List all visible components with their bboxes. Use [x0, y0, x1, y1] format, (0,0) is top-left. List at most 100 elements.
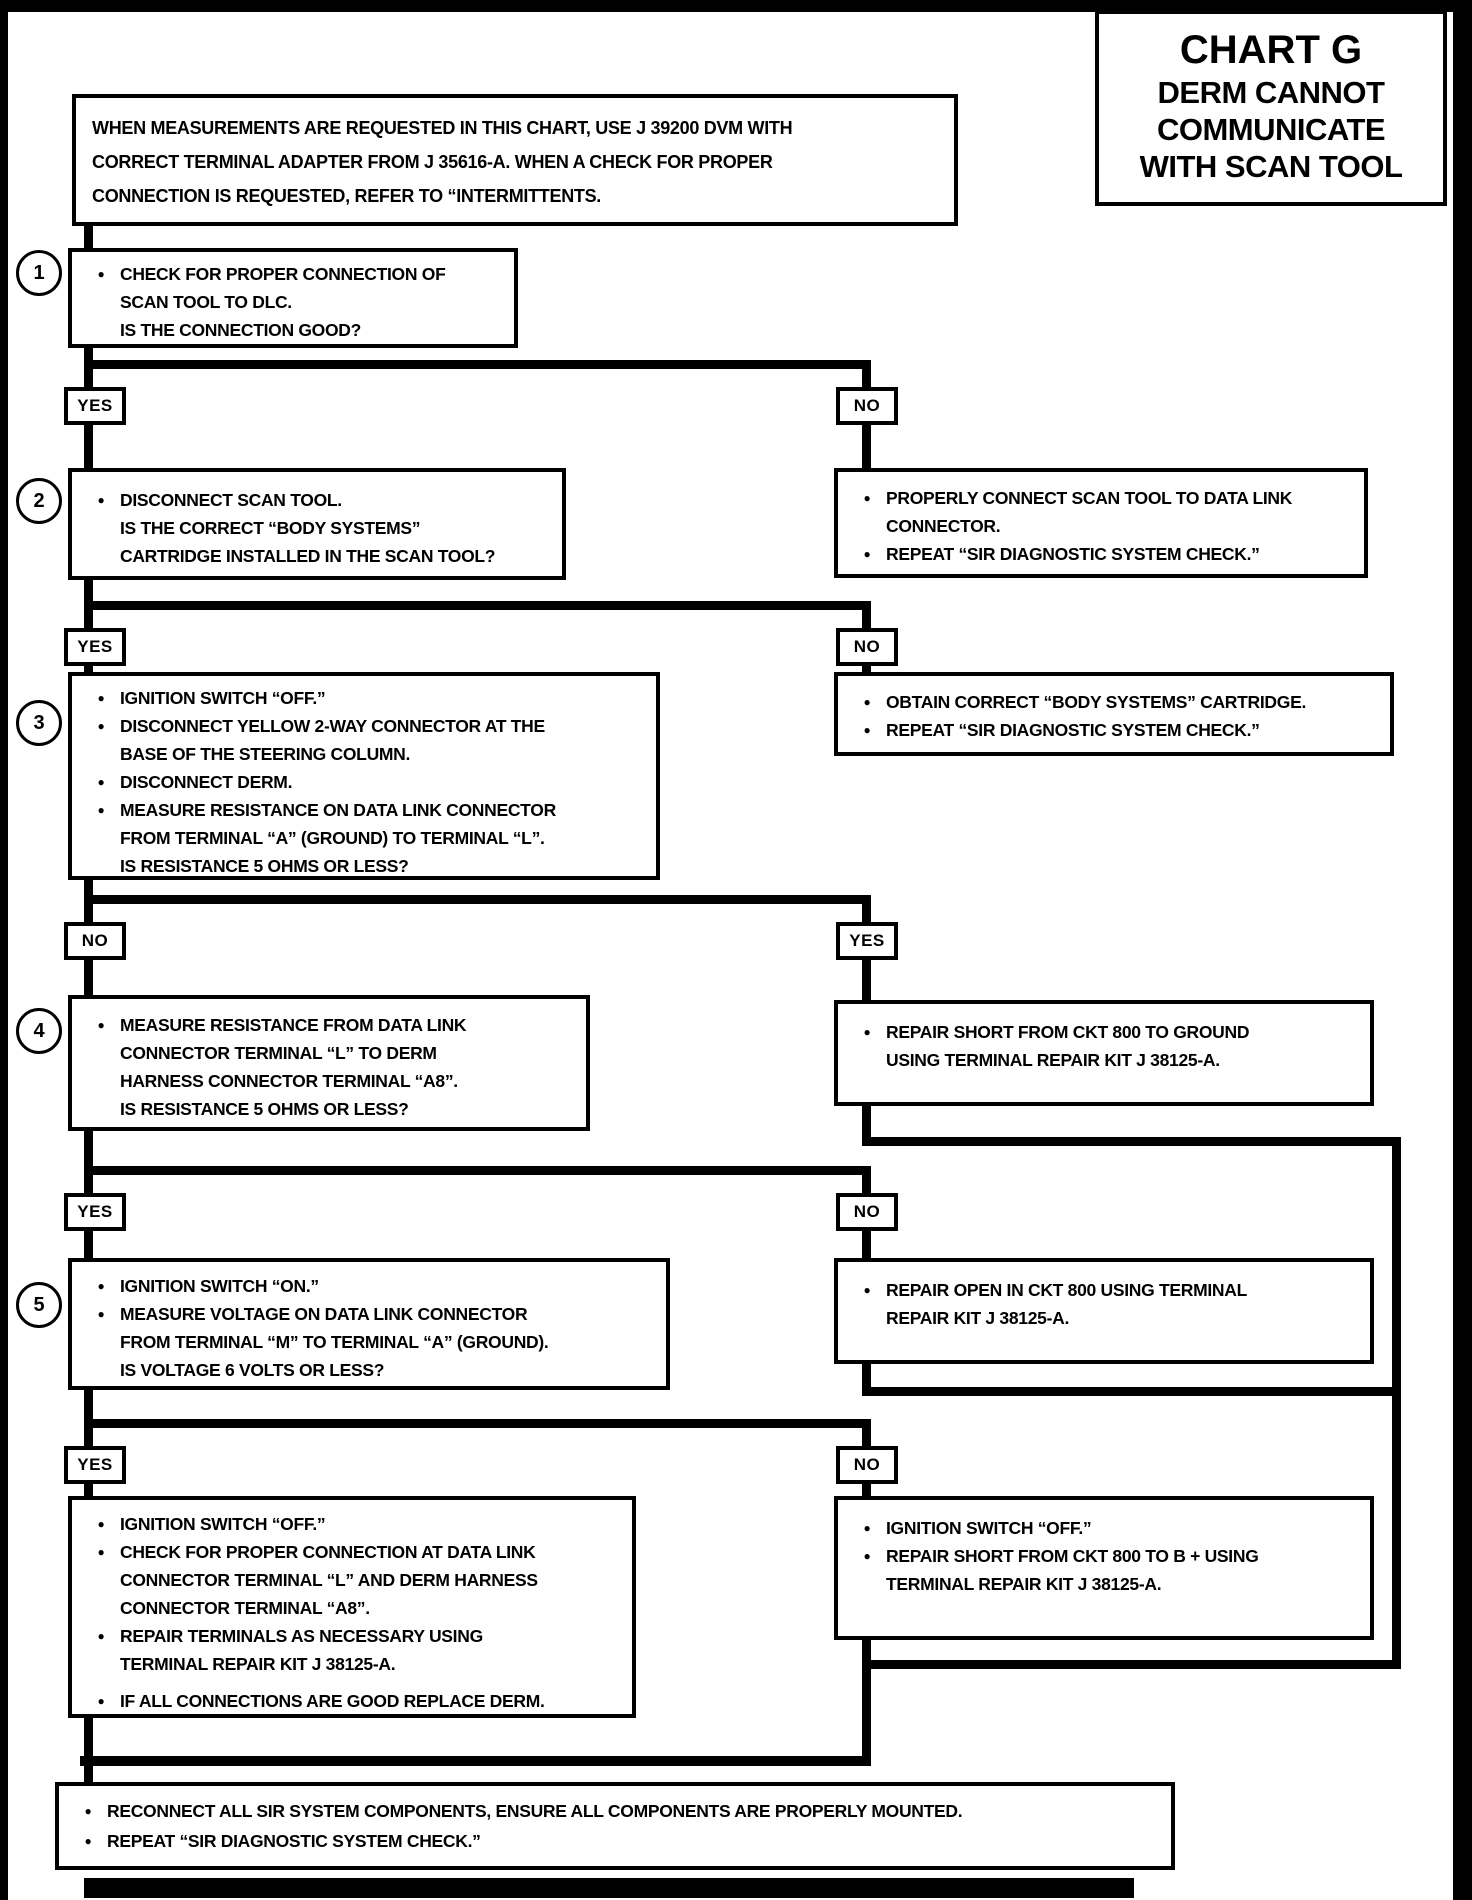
text-line: DISCONNECT YELLOW 2-WAY CONNECTOR AT THE — [120, 716, 545, 736]
text-line: CONNECTOR. — [886, 516, 1001, 536]
connector-line — [84, 960, 93, 995]
step-number-2: 2 — [16, 478, 62, 524]
no-label-row4: NO — [836, 1193, 898, 1231]
bullet-icon: ● — [97, 1279, 105, 1293]
yes-label-row1: YES — [64, 387, 126, 425]
bullet-icon: ● — [97, 775, 105, 789]
text-line: CONNECTOR TERMINAL “L” AND DERM HARNESS — [120, 1570, 538, 1590]
text-line: MEASURE RESISTANCE FROM DATA LINK — [120, 1015, 467, 1035]
text-line: TERMINAL REPAIR KIT J 38125-A. — [120, 1654, 396, 1674]
connector-line — [84, 1175, 93, 1193]
step-3-box: ● IGNITION SWITCH “OFF.” ● DISCONNECT YELL… — [68, 672, 660, 880]
connector-line — [862, 1660, 1401, 1669]
connector-line — [84, 1231, 93, 1258]
page-border-left — [0, 0, 8, 1900]
no-label-row5: NO — [836, 1446, 898, 1484]
bullet-icon: ● — [863, 547, 871, 561]
text-line: BASE OF THE STEERING COLUMN. — [120, 744, 411, 764]
connector-line — [862, 425, 871, 468]
bullet-icon: ● — [97, 1018, 105, 1032]
chart-title: CHART G — [1179, 28, 1363, 72]
text-line: DISCONNECT DERM. — [120, 772, 293, 792]
no-label-row3: NO — [64, 922, 126, 960]
bullet-icon: ● — [84, 1834, 92, 1848]
text-line: IGNITION SWITCH “OFF.” — [120, 1514, 326, 1534]
text-line: CARTRIDGE INSTALLED IN THE SCAN TOOL? — [120, 546, 496, 566]
step-number-4: 4 — [16, 1008, 62, 1054]
step-4-box: ● MEASURE RESISTANCE FROM DATA LINK CONNE… — [68, 995, 590, 1131]
text-line: IS VOLTAGE 6 VOLTS OR LESS? — [120, 1360, 385, 1380]
text-line: IS THE CORRECT “BODY SYSTEMS” — [120, 518, 421, 538]
connector-line — [84, 580, 93, 610]
connector-line — [84, 425, 93, 468]
bullet-icon: ● — [863, 695, 871, 709]
text-line: REPEAT “SIR DIAGNOSTIC SYSTEM CHECK.” — [886, 720, 1260, 740]
connector-line — [862, 1640, 871, 1766]
step-2-box: ●DISCONNECT SCAN TOOL. IS THE CORRECT “B… — [68, 468, 566, 580]
bullet-icon: ● — [84, 1804, 92, 1818]
bullet-icon: ● — [863, 1283, 871, 1297]
bullet-icon: ● — [863, 491, 871, 505]
result-repair-open-box: ●REPAIR OPEN IN CKT 800 USING TERMINAL R… — [834, 1258, 1374, 1364]
bullet-icon: ● — [863, 723, 871, 737]
step-1-box: ●CHECK FOR PROPER CONNECTION OF SCAN TOO… — [68, 248, 518, 348]
connector-line — [1392, 1137, 1401, 1669]
bullet-icon: ● — [97, 691, 105, 705]
note-line: CONNECTION IS REQUESTED, REFER TO “INTER… — [92, 186, 601, 206]
text-line: IS THE CONNECTION GOOD? — [120, 320, 362, 340]
yes-label-row3: YES — [836, 922, 898, 960]
text-line: HARNESS CONNECTOR TERMINAL “A8”. — [120, 1071, 458, 1091]
connector-line — [84, 601, 871, 610]
text-line: RECONNECT ALL SIR SYSTEM COMPONENTS, ENS… — [107, 1801, 963, 1821]
connector-line — [862, 1484, 871, 1496]
connector-line — [862, 1364, 871, 1396]
page-border-bottom — [84, 1878, 1134, 1898]
text-line: IS RESISTANCE 5 OHMS OR LESS? — [120, 856, 409, 876]
connector-line — [84, 1484, 93, 1496]
connector-line — [84, 1419, 871, 1428]
no-label-row2: NO — [836, 628, 898, 666]
connector-line — [84, 348, 93, 369]
connector-line — [84, 895, 871, 904]
chart-subtitle-line-2: COMMUNICATE — [1156, 112, 1386, 147]
text-line: IGNITION SWITCH “ON.” — [120, 1276, 319, 1296]
chart-title-box: CHART G DERM CANNOT COMMUNICATE WITH SCA… — [1095, 10, 1447, 206]
connector-line — [84, 1166, 871, 1175]
connector-line — [84, 222, 93, 248]
text-line: CHECK FOR PROPER CONNECTION AT DATA LINK — [120, 1542, 536, 1562]
text-line: MEASURE VOLTAGE ON DATA LINK CONNECTOR — [120, 1304, 528, 1324]
connector-line — [84, 360, 871, 369]
connector-line — [862, 666, 871, 672]
result-repair-short-ground-box: ●REPAIR SHORT FROM CKT 800 TO GROUND USI… — [834, 1000, 1374, 1106]
bullet-icon: ● — [863, 1549, 871, 1563]
bullet-icon: ● — [97, 1629, 105, 1643]
connector-line — [862, 1231, 871, 1258]
text-line: IS RESISTANCE 5 OHMS OR LESS? — [120, 1099, 409, 1119]
text-line: REPAIR TERMINALS AS NECESSARY USING — [120, 1626, 483, 1646]
chart-subtitle-line-3: WITH SCAN TOOL — [1139, 149, 1403, 184]
text-line: FROM TERMINAL “A” (GROUND) TO TERMINAL “… — [120, 828, 545, 848]
connector-line — [84, 610, 93, 628]
text-line: REPAIR KIT J 38125-A. — [886, 1308, 1070, 1328]
text-line: CONNECTOR TERMINAL “L” TO DERM — [120, 1043, 437, 1063]
bullet-icon: ● — [97, 1694, 105, 1708]
bullet-icon: ● — [97, 1517, 105, 1531]
connector-line — [84, 1718, 93, 1784]
connector-line — [84, 1390, 93, 1428]
text-line: USING TERMINAL REPAIR KIT J 38125-A. — [886, 1050, 1220, 1070]
connector-line — [862, 369, 871, 387]
yes-label-row2: YES — [64, 628, 126, 666]
chart-subtitle-line-1: DERM CANNOT — [1157, 75, 1386, 110]
text-line: IGNITION SWITCH “OFF.” — [120, 688, 326, 708]
text-line: CONNECTOR TERMINAL “A8”. — [120, 1598, 370, 1618]
yes-label-row5: YES — [64, 1446, 126, 1484]
bullet-icon: ● — [863, 1521, 871, 1535]
yes-label-row4: YES — [64, 1193, 126, 1231]
bullet-icon: ● — [97, 719, 105, 733]
text-line: OBTAIN CORRECT “BODY SYSTEMS” CARTRIDGE. — [886, 692, 1307, 712]
note-line: CORRECT TERMINAL ADAPTER FROM J 35616-A.… — [92, 152, 773, 172]
step-5-box: ●IGNITION SWITCH “ON.” ●MEASURE VOLTAGE … — [68, 1258, 670, 1390]
text-line: MEASURE RESISTANCE ON DATA LINK CONNECTO… — [120, 800, 556, 820]
final-reconnect-box: ● RECONNECT ALL SIR SYSTEM COMPONENTS, EN… — [55, 1782, 1175, 1870]
